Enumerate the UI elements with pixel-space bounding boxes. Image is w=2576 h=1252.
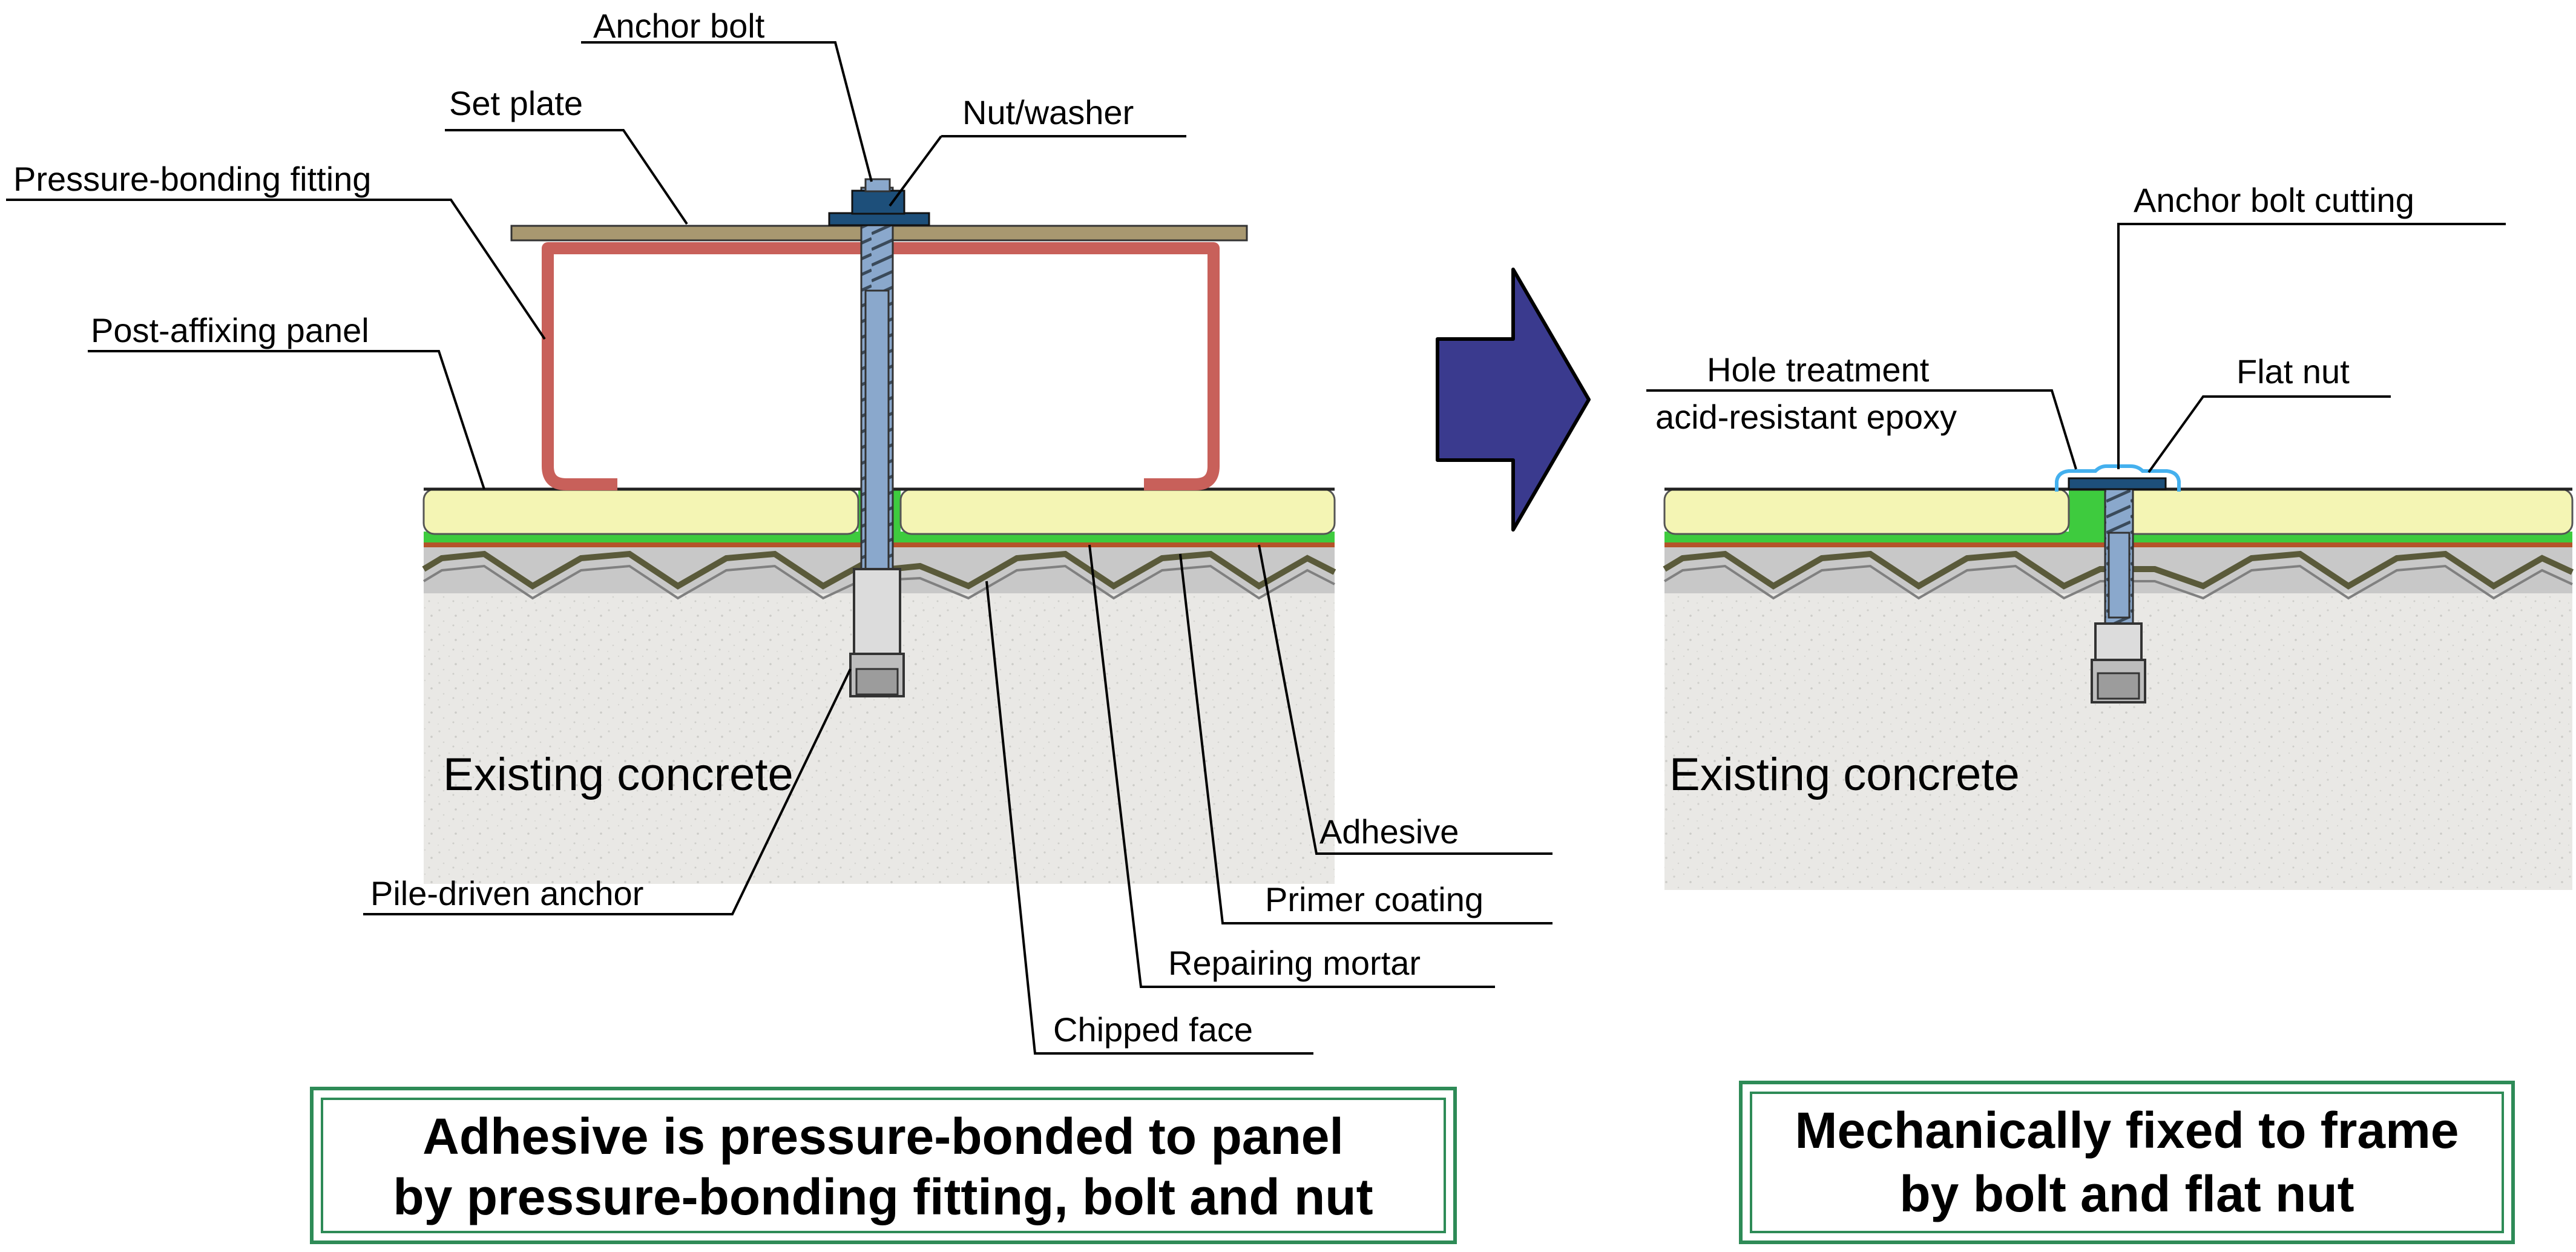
label-adhesive: Adhesive: [1319, 812, 1459, 851]
panel-left-piece-right: [1663, 488, 2070, 535]
label-hole-treatment: Hole treatment: [1707, 351, 1930, 389]
left-caption-line1: Adhesive is pressure-bonded to panel: [422, 1108, 1344, 1165]
label-existing-concrete-left: Existing concrete: [443, 749, 794, 800]
pile-driven-anchor-body-right: [2094, 622, 2143, 661]
right-caption-text-layer: Mechanically fixed to frame by bolt and …: [1795, 1102, 2459, 1222]
label-set-plate: Set plate: [449, 84, 583, 122]
left-caption-box: Adhesive is pressure-bonded to panel by …: [310, 1087, 1457, 1244]
label-primer-coating: Primer coating: [1265, 880, 1484, 918]
left-caption-text-layer: Adhesive is pressure-bonded to panel by …: [393, 1108, 1373, 1225]
chipped-face-line-right: [1663, 550, 2574, 590]
flat-nut: [2068, 477, 2167, 490]
label-repairing-mortar: Repairing mortar: [1168, 944, 1421, 982]
label-post-affixing-panel: Post-affixing panel: [91, 311, 369, 349]
anchor-bolt-smooth: [864, 289, 890, 570]
left-diagram: Anchor bolt Set plate Nut/washer Pressur…: [6, 7, 1552, 1055]
label-nut-washer: Nut/washer: [962, 93, 1134, 131]
right-diagram: Anchor bolt cutting Hole treatment acid-…: [1646, 181, 2574, 890]
pile-driven-anchor-tip: [855, 668, 899, 696]
label-pile-driven-anchor: Pile-driven anchor: [370, 874, 643, 912]
right-caption-line1: Mechanically fixed to frame: [1795, 1102, 2459, 1159]
nut: [851, 189, 905, 215]
right-arrow-icon: [1436, 268, 1591, 532]
label-anchor-bolt: Anchor bolt: [593, 7, 765, 45]
pile-driven-anchor-tip-right: [2097, 672, 2140, 700]
panel-left-piece: [422, 488, 859, 535]
label-chipped-face: Chipped face: [1053, 1010, 1253, 1049]
panel-right-piece-right: [2110, 488, 2574, 535]
adhesive-in-hole-right: [2069, 488, 2111, 533]
label-anchor-bolt-cutting: Anchor bolt cutting: [2134, 181, 2414, 219]
right-caption-box: Mechanically fixed to frame by bolt and …: [1739, 1081, 2515, 1244]
cut-bolt-smooth: [2108, 532, 2131, 619]
washer: [828, 212, 930, 226]
left-leader-lines: [6, 41, 1552, 1055]
chipped-face-line-right-lower: [1663, 564, 2573, 600]
label-acid-resistant-epoxy: acid-resistant epoxy: [1655, 398, 1957, 436]
label-existing-concrete-right: Existing concrete: [1669, 749, 2020, 800]
left-caption-line2: by pressure-bonding fitting, bolt and nu…: [393, 1168, 1373, 1225]
bolt-top-tip: [864, 178, 891, 193]
right-caption-line2: by bolt and flat nut: [1899, 1165, 2354, 1222]
label-flat-nut: Flat nut: [2236, 352, 2350, 390]
right-leader-lines: [1646, 223, 2506, 473]
label-pressure-bonding-fitting: Pressure-bonding fitting: [13, 160, 371, 198]
panel-right-piece: [899, 488, 1336, 535]
pile-driven-anchor-body: [853, 568, 901, 655]
